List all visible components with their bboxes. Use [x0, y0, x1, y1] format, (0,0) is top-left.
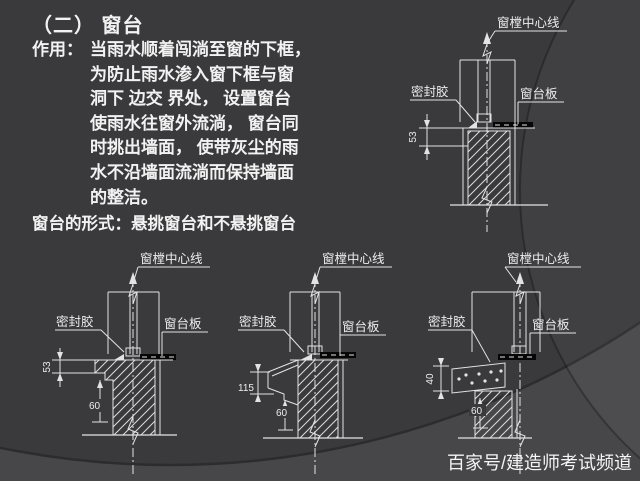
- label-sill-board: 窗台板: [164, 316, 202, 331]
- dim-text-offset: 60: [276, 408, 288, 419]
- dim-text-backing: [469, 404, 486, 416]
- label-sill-board: 窗台板: [342, 319, 380, 334]
- body-line: 水不沿墙面流淌而保持墙面: [90, 162, 294, 182]
- page-title: （二） 窗台: [32, 15, 144, 37]
- leader-line: [487, 30, 496, 43]
- label-sealant: 密封胶: [411, 84, 449, 99]
- centerline-arrow: [129, 272, 137, 284]
- dim-text-vertical: 115: [238, 383, 254, 394]
- body-lines: 当雨水顺着闯淌至窗的下框， 为防止雨水渗入窗下框与窗 洞下 边交 界处， 设置窗…: [90, 38, 362, 210]
- dimension-53: [52, 348, 95, 387]
- dim-text-vertical: 40: [425, 373, 436, 385]
- label-centerline: 窗樘中心线: [507, 251, 570, 266]
- label-centerline: 窗樘中心线: [140, 251, 203, 266]
- sill-board-bar: [320, 352, 356, 358]
- break-mark: [515, 283, 525, 305]
- dim-text-vertical: 53: [42, 361, 53, 373]
- dim-text-vertical: 53: [408, 131, 419, 143]
- diagram-sill-bottom-left: 窗樘中心线 密封胶 窗台板 53 60: [42, 251, 210, 474]
- sealant-wedge: [468, 121, 477, 128]
- dimension-40: [433, 358, 449, 399]
- sloped-sill-board: [267, 359, 299, 406]
- wall-and-sill-hatch: [94, 359, 156, 436]
- break-mark: [481, 186, 493, 214]
- dim-text-backing: [274, 406, 291, 418]
- background-right-circle: [519, 0, 640, 460]
- leader-line: [133, 266, 139, 281]
- forms-line: 窗台的形式：悬挑窗台和不悬挑窗台: [32, 215, 296, 233]
- sill-board-bar: [140, 354, 176, 360]
- label-centerline: 窗樘中心线: [497, 15, 560, 30]
- sealant-wedge: [114, 354, 124, 360]
- break-mark: [482, 43, 492, 65]
- body-line: 洞下 边交 界处， 设置窗台: [90, 89, 292, 109]
- dimension-53: [419, 114, 468, 160]
- body-block: 作用： 当雨水顺着闯淌至窗的下框， 为防止雨水渗入窗下框与窗 洞下 边交 界处，…: [32, 38, 362, 210]
- label-sealant: 密封胶: [239, 314, 277, 329]
- label-sill-board: 窗台板: [532, 317, 570, 332]
- body-line: 的整洁。: [90, 187, 158, 207]
- dimension-115: [250, 364, 274, 402]
- label-centerline: 窗樘中心线: [322, 251, 385, 266]
- leader-line: [504, 266, 517, 283]
- window-frame: [107, 291, 160, 357]
- background-dark-circle: [0, 0, 640, 466]
- wall-hatch: [467, 130, 511, 206]
- centerline-arrow: [311, 272, 319, 284]
- wall-hatch: [297, 359, 339, 439]
- break-mark: [128, 283, 138, 305]
- watermark: 百家号/建造师考试频道: [447, 453, 632, 473]
- diagram-sill-bottom-right: 窗樘中心线 密封胶 窗台板 40 60: [425, 251, 581, 474]
- sealant-wedge: [300, 354, 312, 360]
- break-mark: [309, 419, 321, 448]
- label-sealant: 密封胶: [56, 314, 94, 329]
- break-mark: [127, 416, 139, 445]
- centerline-arrow: [516, 272, 524, 284]
- body-line: 当雨水顺着闯淌至窗的下框，: [90, 40, 311, 59]
- dim-text-offset: 60: [89, 401, 101, 412]
- break-mark: [514, 419, 526, 448]
- dim-text-offset: 60: [471, 406, 483, 417]
- role-label: 作用：: [32, 40, 83, 59]
- window-frame: [459, 59, 516, 123]
- break-mark: [310, 283, 320, 305]
- concrete-sill-slab: [451, 362, 506, 394]
- diagram-sill-top-right: 窗樘中心线 密封胶 窗台板 53: [408, 15, 567, 232]
- window-frame: [471, 291, 541, 355]
- leader-line: [315, 266, 321, 281]
- body-line: 为防止雨水渗入窗下框与窗: [90, 64, 294, 84]
- label-sill-board: 窗台板: [520, 86, 558, 101]
- diagram-sill-bottom-middle: 窗樘中心线 密封胶 窗台板 115 60: [238, 251, 392, 474]
- label-sealant: 密封胶: [428, 314, 466, 329]
- sill-board-bar: [498, 354, 536, 360]
- dim-text-backing: [88, 399, 105, 412]
- body-line: 时挑出墙面， 使带灰尘的雨: [90, 138, 299, 158]
- body-line: 使雨水往窗外流淌， 窗台同: [90, 113, 299, 133]
- centerline-arrow: [483, 32, 491, 44]
